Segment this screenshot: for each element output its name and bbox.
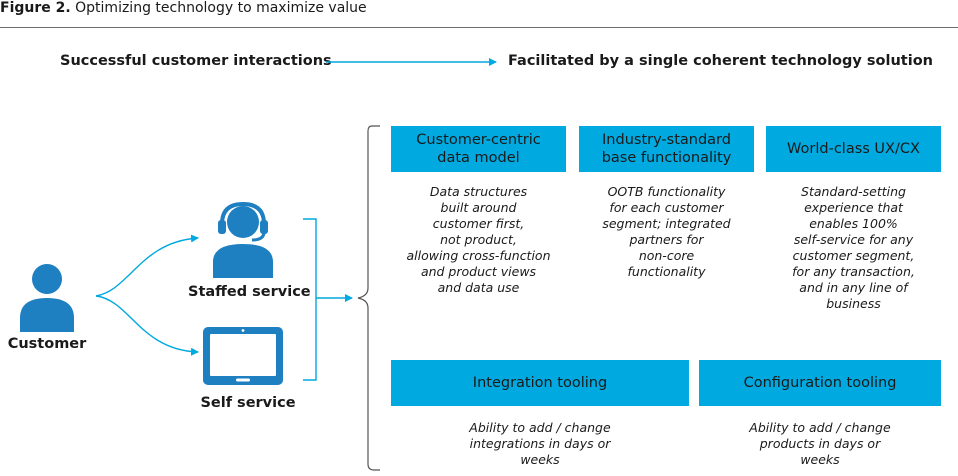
customer-person-icon [20, 264, 74, 332]
staffed-service-label: Staffed service [188, 284, 311, 300]
arrow-customer-to-self [95, 295, 199, 356]
desc-line: and data use [437, 280, 520, 295]
desc-line: for any transaction, [792, 264, 915, 279]
tablet-icon [203, 327, 283, 385]
desc-industry-standard: OOTB functionality for each customer seg… [579, 184, 754, 280]
solution-brace [357, 125, 380, 471]
box-world-class-ux: World-class UX/CX [766, 126, 941, 172]
header-right-label: Facilitated by a single coherent technol… [508, 53, 933, 69]
desc-line: enables 100% [809, 216, 898, 231]
desc-line: weeks [800, 452, 840, 467]
desc-line: Standard-setting [801, 184, 906, 199]
box-title: Customer-centric data model [416, 132, 541, 166]
desc-line: integrations in days or [469, 436, 611, 451]
box-title: Configuration tooling [743, 375, 897, 391]
header-left-label: Successful customer interactions [60, 53, 332, 69]
desc-world-class-ux: Standard-setting experience that enables… [766, 184, 941, 312]
box-title: Integration tooling [472, 375, 608, 391]
self-service-label: Self service [200, 395, 296, 411]
desc-line: weeks [520, 452, 560, 467]
arrow-customer-to-staffed [95, 234, 199, 297]
box-title: Industry-standard base functionality [601, 132, 732, 166]
title-divider [0, 27, 958, 28]
figure-caption: Optimizing technology to maximize value [75, 0, 367, 16]
box-customer-centric-data-model: Customer-centric data model [391, 126, 566, 172]
desc-line: Data structures [429, 184, 528, 199]
desc-line: experience that [804, 200, 903, 215]
box-configuration-tooling: Configuration tooling [699, 360, 941, 406]
desc-line: customer segment, [792, 248, 915, 263]
customer-label: Customer [7, 336, 87, 352]
desc-line: built around [440, 200, 517, 215]
figure-title: Figure 2. Optimizing technology to maxim… [0, 0, 367, 16]
figure-number: Figure 2. [0, 0, 71, 16]
box-title: World-class UX/CX [787, 141, 920, 157]
desc-line: business [826, 296, 881, 311]
desc-line: non-core [638, 248, 695, 263]
desc-line: Ability to add / change [469, 420, 611, 435]
desc-line: for each customer [609, 200, 724, 215]
services-bracket [303, 218, 317, 381]
desc-line: and product views [420, 264, 537, 279]
desc-integration-tooling: Ability to add / change integrations in … [391, 420, 689, 468]
desc-line: not product, [440, 232, 517, 247]
desc-line: Ability to add / change [749, 420, 891, 435]
desc-line: allowing cross-function [406, 248, 551, 263]
desc-line: segment; integrated [602, 216, 731, 231]
box-industry-standard-base: Industry-standard base functionality [579, 126, 754, 172]
desc-line: self-service for any [793, 232, 914, 247]
desc-line: products in days or [759, 436, 881, 451]
desc-line: OOTB functionality [607, 184, 726, 199]
desc-configuration-tooling: Ability to add / change products in days… [699, 420, 941, 468]
desc-customer-centric: Data structures built around customer fi… [391, 184, 566, 296]
desc-line: customer first, [432, 216, 525, 231]
headset-agent-icon [213, 201, 273, 278]
desc-line: and in any line of [799, 280, 908, 295]
desc-line: partners for [629, 232, 704, 247]
desc-line: functionality [627, 264, 706, 279]
box-integration-tooling: Integration tooling [391, 360, 689, 406]
